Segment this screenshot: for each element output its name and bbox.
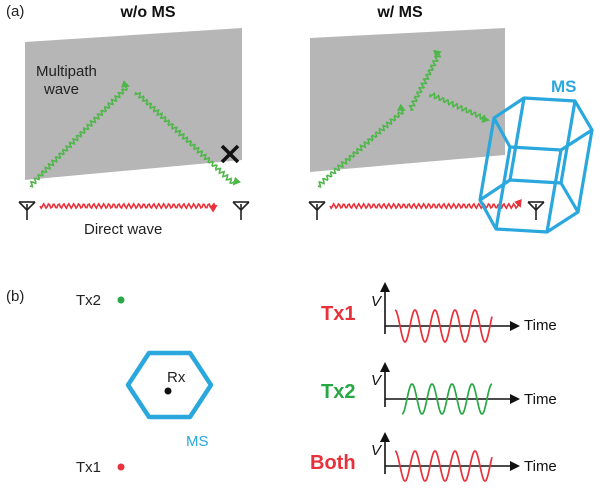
ms-hexagon bbox=[125, 350, 214, 420]
axis-v-label-2: V bbox=[371, 372, 383, 389]
plot-2-waveform bbox=[394, 450, 493, 482]
multipath-scatter-right bbox=[429, 92, 490, 123]
multipath-label-line2: wave bbox=[43, 81, 79, 98]
plot-1-waveform bbox=[401, 383, 493, 415]
axis-v-label-3: V bbox=[371, 442, 383, 459]
signal-plots bbox=[380, 282, 520, 482]
plot-0-waveform bbox=[394, 309, 493, 343]
axis-time-label-2: Time bbox=[524, 391, 557, 408]
direct-wave-right bbox=[329, 198, 522, 210]
multipath-incident-right bbox=[317, 103, 406, 189]
axis-v-label-1: V bbox=[371, 293, 383, 310]
right-title: w/ MS bbox=[376, 4, 423, 21]
tx1-dot bbox=[117, 463, 125, 471]
panel-b-label: (b) bbox=[6, 288, 24, 305]
left-title: w/o MS bbox=[119, 4, 175, 21]
plot-label-tx1: Tx1 bbox=[321, 303, 355, 325]
axis-time-label-3: Time bbox=[524, 458, 557, 475]
antenna-rx-right-icon bbox=[527, 201, 545, 220]
ms-label-top: MS bbox=[551, 77, 577, 96]
multipath-label-line1: Multipath bbox=[36, 63, 97, 80]
antenna-rx-left-icon bbox=[232, 201, 250, 220]
antenna-tx-right-icon bbox=[308, 201, 326, 220]
multipath-reflected-left bbox=[134, 91, 241, 186]
direct-wave-left bbox=[39, 202, 218, 213]
antenna-tx-left-icon bbox=[18, 201, 36, 220]
rx-dot bbox=[164, 387, 172, 395]
ms-prism bbox=[478, 96, 594, 234]
tx2-label: Tx2 bbox=[76, 292, 101, 309]
blocked-x-icon bbox=[220, 144, 240, 164]
wall-right bbox=[310, 28, 505, 172]
tx2-dot bbox=[117, 296, 125, 304]
rx-label: Rx bbox=[167, 369, 186, 386]
panel-a-label: (a) bbox=[6, 3, 24, 20]
tx1-label: Tx1 bbox=[76, 459, 101, 476]
ms-label-bottom: MS bbox=[186, 433, 209, 450]
multipath-incident-left bbox=[29, 80, 130, 188]
multipath-scatter-up bbox=[408, 49, 442, 111]
direct-wave-label: Direct wave bbox=[84, 221, 162, 238]
wave-paths bbox=[29, 49, 522, 213]
axis-time-label-1: Time bbox=[524, 317, 557, 334]
plot-label-both: Both bbox=[310, 452, 356, 474]
plot-label-tx2: Tx2 bbox=[321, 381, 355, 403]
